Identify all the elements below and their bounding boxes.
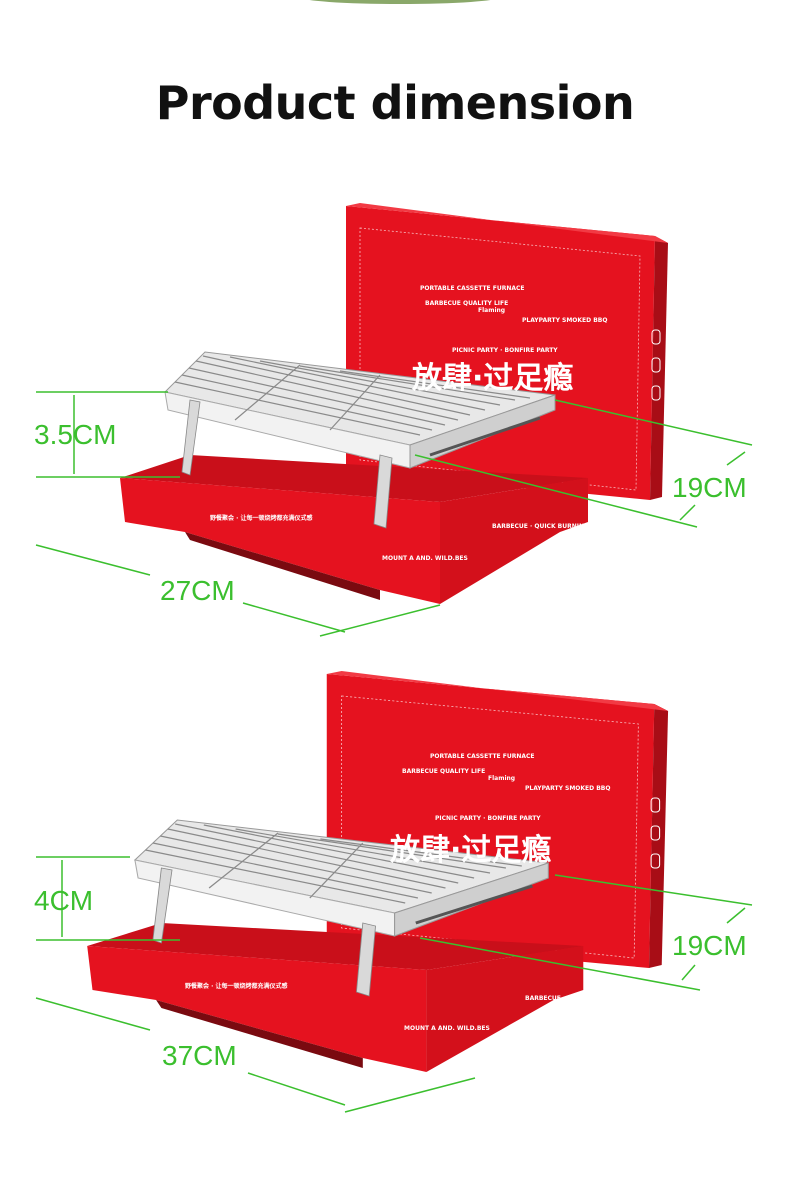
depth-label: 19CM xyxy=(672,930,747,961)
box-right-text: PLAYPARTY SMOKED BBQ xyxy=(522,317,607,324)
base-corner-text: MOUNT A AND. WILD.BES xyxy=(404,1025,490,1032)
box-right-text: PLAYPARTY SMOKED BBQ xyxy=(525,785,610,792)
dimension-lines xyxy=(35,391,753,637)
product-panel-large: PORTABLE CASSETTE FURNACE Flaming BARBEC… xyxy=(34,669,753,1113)
base-corner-text: MOUNT A AND. WILD.BES xyxy=(382,555,468,562)
box-logo: Flaming xyxy=(478,307,505,314)
box-slogan: 放肆·过足瘾 xyxy=(411,361,573,396)
page-title: Product dimension xyxy=(155,76,635,130)
box-arc-text: PORTABLE CASSETTE FURNACE xyxy=(420,285,525,292)
product-panel-small: PORTABLE CASSETTE FURNACE Flaming BARBEC… xyxy=(34,201,753,637)
box-logo: Flaming xyxy=(488,775,515,782)
dimension-lines xyxy=(35,856,753,1113)
box-arc-text: PORTABLE CASSETTE FURNACE xyxy=(430,753,535,760)
base-side-text: BARBECUE · QUICK BURNING xyxy=(492,523,589,530)
base-front-text: 野餐聚会 · 让每一顿烧烤都充满仪式感 xyxy=(185,982,287,990)
top-decoration xyxy=(300,0,500,4)
box-slogan: 放肆·过足瘾 xyxy=(389,833,551,868)
height-label: 4CM xyxy=(34,885,93,916)
length-label: 27CM xyxy=(160,575,235,606)
box-bottom-text: PICNIC PARTY · BONFIRE PARTY xyxy=(435,815,541,822)
depth-label: 19CM xyxy=(672,472,747,503)
base-front-text: 野餐聚会 · 让每一顿烧烤都充满仪式感 xyxy=(210,514,312,522)
box-left-text: BARBECUE QUALITY LIFE xyxy=(402,768,485,775)
box-left-text: BARBECUE QUALITY LIFE xyxy=(425,300,508,307)
length-label: 37CM xyxy=(162,1040,237,1071)
height-label: 3.5CM xyxy=(34,419,116,450)
base-side-text: BARBECUE · QUICK BURNING xyxy=(525,995,622,1002)
box-bottom-text: PICNIC PARTY · BONFIRE PARTY xyxy=(452,347,558,354)
